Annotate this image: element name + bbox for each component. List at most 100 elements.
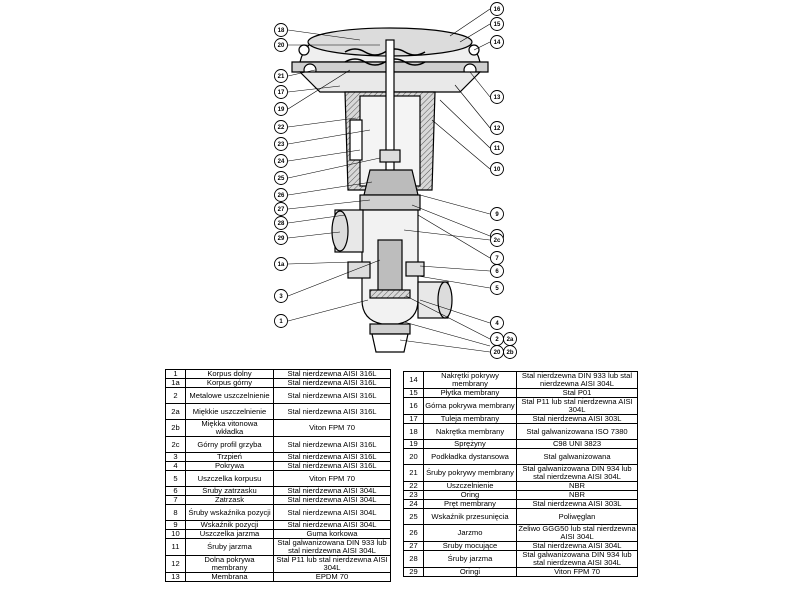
cell-material: Stal nierdzewna AISI 316L xyxy=(273,452,391,462)
cell-material: EPDM 70 xyxy=(273,572,391,582)
callout-label: 10 xyxy=(494,167,501,173)
callout-label: 2c xyxy=(494,238,501,244)
cell-no: 16 xyxy=(403,397,424,415)
cell-material: Viton FPM 70 xyxy=(273,419,391,437)
callout-25: 25 xyxy=(274,171,288,185)
callout-label: 1 xyxy=(279,319,283,325)
cell-name: Uszczelka korpusu xyxy=(185,470,274,487)
cell-material: Poliwęglan xyxy=(516,508,638,525)
cell-material: NBR xyxy=(516,490,638,500)
callout-label: 6 xyxy=(495,269,499,275)
cell-no: 12 xyxy=(165,555,186,573)
cell-name: Górny profil grzyba xyxy=(185,436,274,453)
callout-label: 22 xyxy=(278,125,285,131)
cell-name: Uszczelnienie xyxy=(423,481,517,491)
callout-label: 21 xyxy=(278,74,285,80)
cell-no: 9 xyxy=(165,520,186,530)
cell-no: 1 xyxy=(165,369,186,379)
cell-name: Dolna pokrywa membrany xyxy=(185,555,274,573)
callout-label: 17 xyxy=(278,90,285,96)
cell-no: 15 xyxy=(403,388,424,398)
cell-name: Nakrętki pokrywy membrany xyxy=(423,371,517,389)
callout-11: 11 xyxy=(490,141,504,155)
callout-20: 20 xyxy=(490,345,504,359)
cell-material: Stal nierdzewna AISI 304L xyxy=(273,495,391,505)
callout-label: 15 xyxy=(494,22,501,28)
callout-label: 23 xyxy=(278,142,285,148)
cell-material: Stal nierdzewna AISI 304L xyxy=(273,520,391,530)
callout-23: 23 xyxy=(274,137,288,151)
callout-label: 18 xyxy=(278,28,285,34)
callout-label: 3 xyxy=(279,294,283,300)
cell-name: Uszczelka jarzma xyxy=(185,529,274,539)
callout-12: 12 xyxy=(490,121,504,135)
cell-name: Miękka vitonowa wkładka xyxy=(185,419,274,437)
callout-2a: 2a xyxy=(503,332,517,346)
cell-name: Płytka membrany xyxy=(423,388,517,398)
cell-material: Stal nierdzewna AISI 304L xyxy=(273,486,391,496)
cell-material: Stal P11 lub stal nierdzewna AISI 304L xyxy=(516,397,638,415)
callout-2c: 2c xyxy=(490,233,504,247)
callout-2: 2 xyxy=(490,332,504,346)
cell-name: Membrana xyxy=(185,572,274,582)
callout-label: 25 xyxy=(278,176,285,182)
cell-no: 5 xyxy=(165,470,186,487)
callout-label: 29 xyxy=(278,236,285,242)
cell-name: Górna pokrywa membrany xyxy=(423,397,517,415)
cell-material: Stal galwanizowana ISO 7380 xyxy=(516,423,638,440)
cell-name: Tuleja membrany xyxy=(423,414,517,424)
cell-no: 28 xyxy=(403,550,424,568)
cell-no: 10 xyxy=(165,529,186,539)
cell-no: 3 xyxy=(165,452,186,462)
callout-19: 19 xyxy=(274,102,288,116)
cell-no: 2 xyxy=(165,387,186,404)
callout-label: 14 xyxy=(494,40,501,46)
callout-label: 2b xyxy=(506,350,513,356)
cell-material: Stal nierdzewna AISI 316L xyxy=(273,369,391,379)
callouts-right: 16151413121110982c765422a202b xyxy=(490,2,517,359)
cell-material: Stal galwanizowana DIN 933 lub stal nier… xyxy=(273,538,391,556)
cell-name: Metalowe uszczelnienie xyxy=(185,387,274,404)
callout-21: 21 xyxy=(274,69,288,83)
callout-29: 29 xyxy=(274,231,288,245)
cell-material: Guma korkowa xyxy=(273,529,391,539)
cell-material: Stal nierdzewna AISI 316L xyxy=(273,387,391,404)
cell-name: Oring xyxy=(423,490,517,500)
callout-label: 5 xyxy=(495,286,499,292)
cell-no: 18 xyxy=(403,423,424,440)
cell-material: Stal galwanizowana DIN 934 lub stal nier… xyxy=(516,464,638,482)
cell-no: 11 xyxy=(165,538,186,556)
callout-27: 27 xyxy=(274,202,288,216)
callout-label: 12 xyxy=(494,126,501,132)
cell-material: Stal nierdzewna AISI 303L xyxy=(516,499,638,509)
callout-3: 3 xyxy=(274,289,288,303)
callout-13: 13 xyxy=(490,90,504,104)
cell-material: Stal galwanizowana DIN 934 lub stal nier… xyxy=(516,550,638,568)
callout-label: 28 xyxy=(278,221,285,227)
cell-material: Stal nierdzewna AISI 316L xyxy=(273,378,391,388)
cell-no: 27 xyxy=(403,541,424,551)
cell-no: 25 xyxy=(403,508,424,525)
cell-no: 23 xyxy=(403,490,424,500)
